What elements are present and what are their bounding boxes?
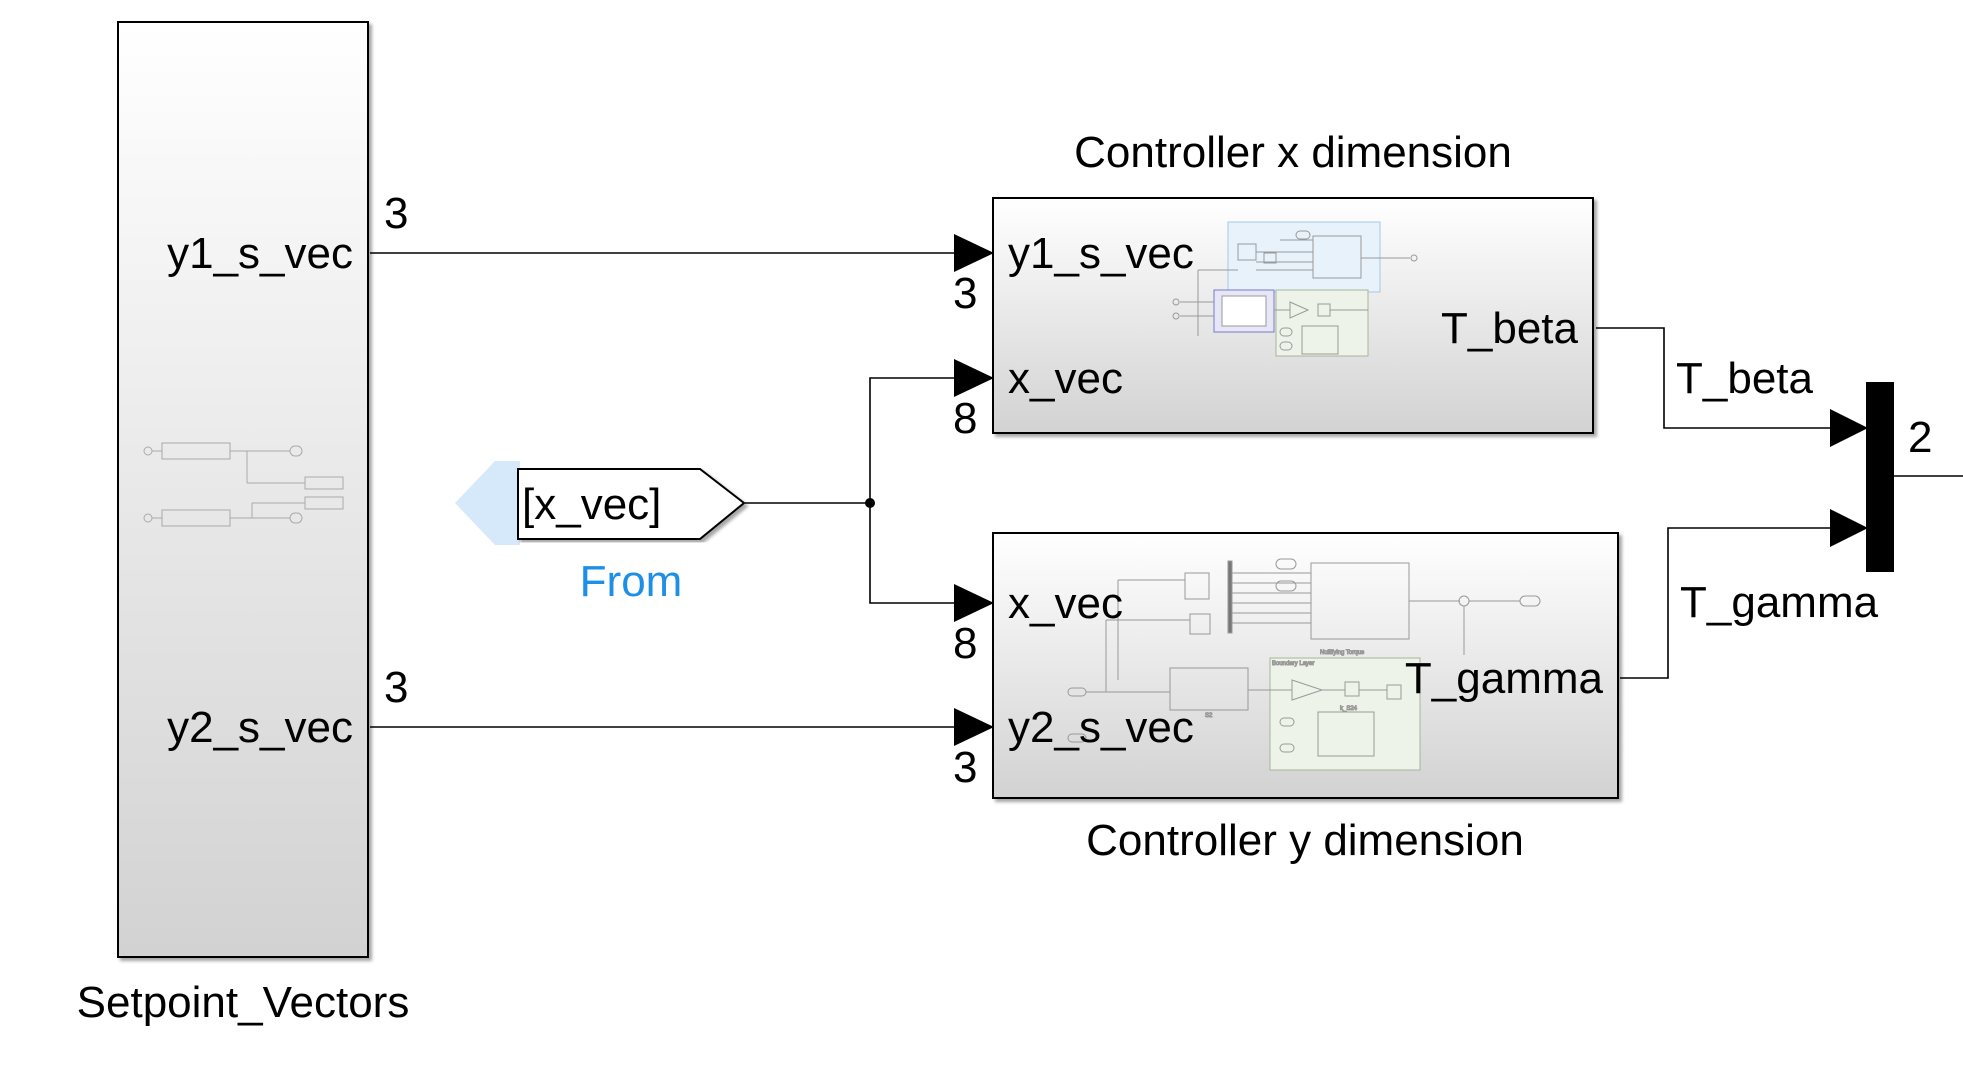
branch-point	[865, 498, 875, 508]
mux-block[interactable]	[1866, 382, 1894, 572]
controller-x-thumbnail	[1172, 221, 1418, 357]
from-block-label: From	[580, 557, 683, 606]
controller-y-title: Controller y dimension	[1086, 816, 1524, 865]
signal-name-t-gamma: T_gamma	[1680, 578, 1879, 627]
arrow-cy-in2	[954, 708, 994, 746]
controller-x-input-y1: y1_s_vec	[1008, 229, 1194, 278]
signal-name-t-beta: T_beta	[1676, 354, 1814, 403]
thumb-label-s2: S2	[1205, 713, 1213, 719]
arrow-mux-in1	[1830, 409, 1868, 447]
from-block-tag: [x_vec]	[522, 480, 661, 529]
arrow-cx-in2	[954, 359, 994, 397]
setpoint-thumbnail	[143, 442, 344, 527]
signal-line-t-gamma[interactable]	[1620, 527, 1836, 679]
dim-cx-in1: 3	[953, 269, 977, 318]
arrow-cy-in1	[954, 584, 994, 622]
thumb-label-boundary: Boundary Layer	[1272, 661, 1314, 667]
controller-y-block[interactable]: Nullifying Torque Boundary Layer k_S24 S…	[992, 532, 1619, 865]
dim-mux-out: 2	[1908, 413, 1932, 462]
controller-x-block[interactable]: Controller x dimension	[992, 128, 1594, 434]
setpoint-port-y2: y2_s_vec	[167, 703, 353, 752]
controller-y-output: T_gamma	[1405, 654, 1604, 703]
arrow-mux-in2	[1830, 509, 1868, 547]
setpoint-block-name: Setpoint_Vectors	[77, 978, 410, 1027]
controller-x-output: T_beta	[1441, 304, 1579, 353]
dim-y2: 3	[384, 663, 408, 712]
arrow-cx-in1	[954, 234, 994, 272]
setpoint-port-y1: y1_s_vec	[167, 229, 353, 278]
thumb-label-k-s24: k_S24	[1340, 706, 1358, 712]
signal-line-branch-up[interactable]	[869, 377, 960, 503]
controller-y-input-y2: y2_s_vec	[1008, 703, 1194, 752]
controller-x-title: Controller x dimension	[1074, 128, 1512, 177]
arrowheads	[954, 234, 1868, 746]
signal-line-branch-down[interactable]	[869, 503, 960, 604]
thumb-label-nullifying: Nullifying Torque	[1320, 650, 1365, 656]
controller-x-input-x: x_vec	[1008, 354, 1123, 403]
controller-y-input-x: x_vec	[1008, 579, 1123, 628]
setpoint-vectors-block[interactable]: y1_s_vec y2_s_vec Setpoint_Vectors	[77, 21, 410, 1027]
dim-cy-in2: 3	[953, 743, 977, 792]
dim-cy-in1: 8	[953, 619, 977, 668]
dim-cx-in2: 8	[953, 394, 977, 443]
from-block[interactable]: [x_vec] From	[455, 461, 746, 606]
signal-line-t-beta[interactable]	[1596, 327, 1836, 429]
from-block-shadow	[455, 461, 520, 545]
dim-y1: 3	[384, 189, 408, 238]
controller-y-thumbnail: Nullifying Torque Boundary Layer k_S24 S…	[1067, 558, 1541, 771]
